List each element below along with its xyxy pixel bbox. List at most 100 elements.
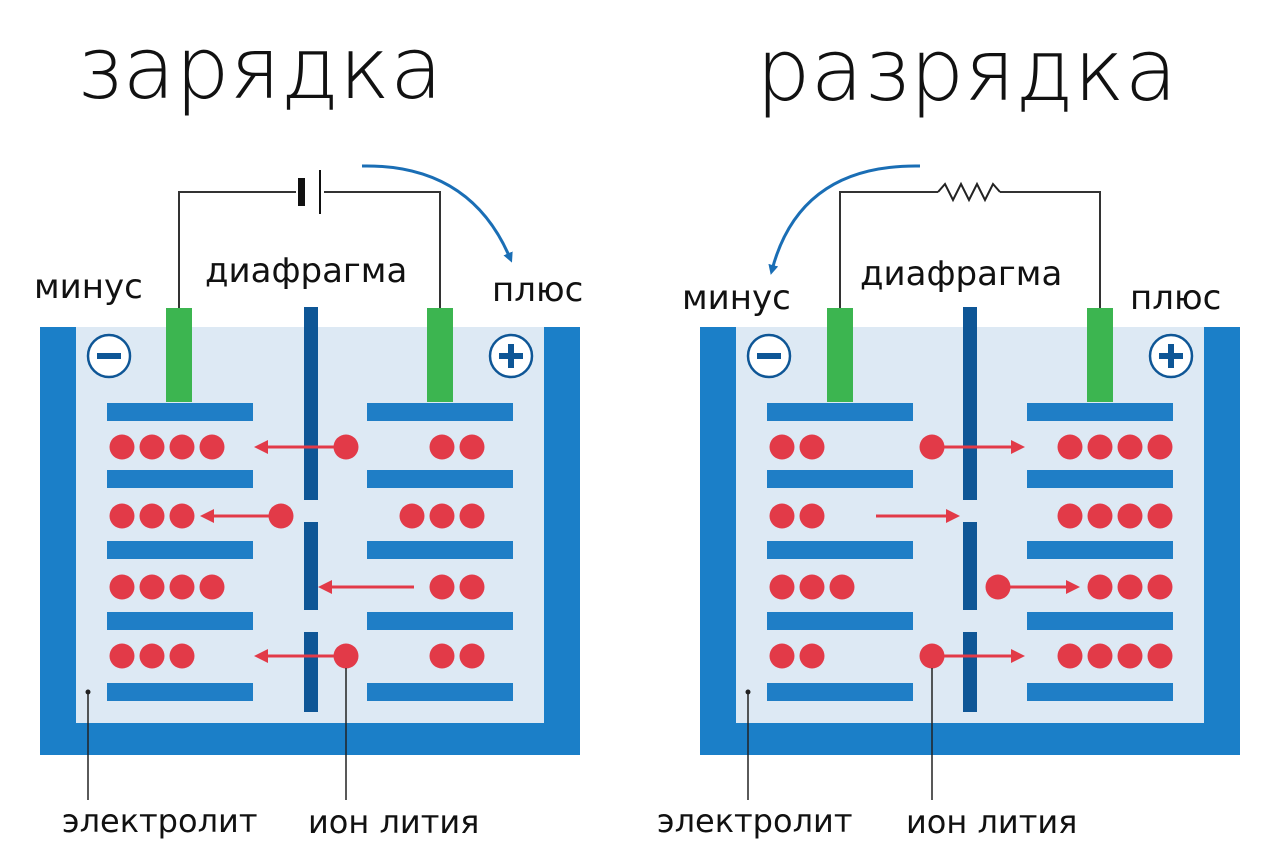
ion-flow-arrowhead xyxy=(200,509,214,523)
lithium-ion xyxy=(139,503,165,529)
cathode-plate xyxy=(1027,541,1173,559)
lithium-ion xyxy=(1087,643,1113,669)
lithium-ion xyxy=(1147,434,1173,460)
negative-terminal xyxy=(166,308,192,402)
anode-plate xyxy=(767,612,913,630)
lithium-ion xyxy=(139,574,165,600)
cathode-plate xyxy=(367,403,513,421)
anode-plate xyxy=(107,470,253,488)
moving-lithium-ion xyxy=(268,503,294,529)
lithium-ion xyxy=(459,434,485,460)
lithium-ion xyxy=(199,574,225,600)
cathode-plate xyxy=(367,612,513,630)
ion-flow-arrowhead xyxy=(254,440,268,454)
electrolyte-pointer-dot xyxy=(745,689,751,695)
anode-plate xyxy=(767,541,913,559)
lithium-ion xyxy=(1117,643,1143,669)
separator-segment xyxy=(963,307,977,500)
moving-lithium-ion xyxy=(919,434,945,460)
panel-title: разрядка xyxy=(756,21,1177,121)
lithium-ion xyxy=(199,434,225,460)
lithium-ion xyxy=(169,434,195,460)
anode-plate xyxy=(767,403,913,421)
lithium-ion xyxy=(429,643,455,669)
separator-segment xyxy=(304,307,318,500)
separator-segment xyxy=(963,522,977,610)
cathode-plate xyxy=(367,683,513,701)
cathode-plate xyxy=(1027,612,1173,630)
lithium-ion xyxy=(1147,643,1173,669)
ion-flow-arrowhead xyxy=(1011,649,1025,663)
battery-icon xyxy=(298,178,305,206)
electrolyte-label: электролит xyxy=(657,802,852,840)
anode-plate xyxy=(767,470,913,488)
minus-sign-bar xyxy=(97,353,121,359)
moving-lithium-ion xyxy=(985,574,1011,600)
positive-terminal xyxy=(1087,308,1113,402)
cathode-plate xyxy=(367,470,513,488)
lithium-ion xyxy=(1147,503,1173,529)
separator-segment xyxy=(304,632,318,712)
ion-flow-arrowhead xyxy=(254,649,268,663)
ion-flow-arrowhead xyxy=(318,580,332,594)
diaphragm-label: диафрагма xyxy=(860,254,1062,294)
lithium-ion xyxy=(799,643,825,669)
lithium-ion xyxy=(429,503,455,529)
cathode-plate xyxy=(1027,683,1173,701)
anode-plate xyxy=(767,683,913,701)
lithium-ion xyxy=(769,503,795,529)
lithium-ion xyxy=(799,574,825,600)
lithium-ion xyxy=(399,503,425,529)
lithium-ion xyxy=(799,434,825,460)
plus-sign-bar-v xyxy=(508,344,514,368)
lithium-ion xyxy=(1087,503,1113,529)
lithium-ion xyxy=(1147,574,1173,600)
electrolyte-pointer-dot xyxy=(85,689,91,695)
anode-plate xyxy=(107,403,253,421)
anode-plate xyxy=(107,683,253,701)
lithium-ion xyxy=(1087,434,1113,460)
lithium-ion xyxy=(1057,434,1083,460)
lithium-ion xyxy=(109,574,135,600)
current-flow-arrow xyxy=(768,164,921,275)
ion-flow-arrowhead xyxy=(1066,580,1080,594)
lithium-ion xyxy=(769,643,795,669)
minus-label: минус xyxy=(682,278,791,318)
anode-plate xyxy=(107,541,253,559)
ion-flow-arrowhead xyxy=(1011,440,1025,454)
circuit-wire xyxy=(839,191,1101,312)
lithium-ion xyxy=(829,574,855,600)
minus-sign-bar xyxy=(757,353,781,359)
lithium-ion xyxy=(169,574,195,600)
lithium-ion xyxy=(429,574,455,600)
lithium-ion xyxy=(109,434,135,460)
lithium-ion xyxy=(1087,574,1113,600)
lithium-ion xyxy=(1117,574,1143,600)
lithium-ion xyxy=(1117,434,1143,460)
ion-flow-arrowhead xyxy=(946,509,960,523)
lithium-ion xyxy=(429,434,455,460)
lithium-ion xyxy=(169,643,195,669)
moving-lithium-ion xyxy=(333,643,359,669)
cathode-plate xyxy=(367,541,513,559)
anode-plate xyxy=(107,612,253,630)
lithium-ion xyxy=(459,503,485,529)
plus-sign-bar-v xyxy=(1168,344,1174,368)
resistor-icon xyxy=(937,181,1001,203)
separator-segment xyxy=(963,632,977,712)
plus-label: плюс xyxy=(492,270,583,310)
lithium-ion xyxy=(139,643,165,669)
cathode-plate xyxy=(1027,470,1173,488)
lithium-ion xyxy=(1057,503,1083,529)
moving-lithium-ion xyxy=(333,434,359,460)
minus-label: минус xyxy=(34,267,143,307)
lithium-ion xyxy=(1117,503,1143,529)
plus-label: плюс xyxy=(1130,278,1221,318)
electrolyte-label: электролит xyxy=(62,802,257,840)
lithium-ion xyxy=(109,503,135,529)
lithium-ion xyxy=(799,503,825,529)
lithium-ion xyxy=(769,434,795,460)
